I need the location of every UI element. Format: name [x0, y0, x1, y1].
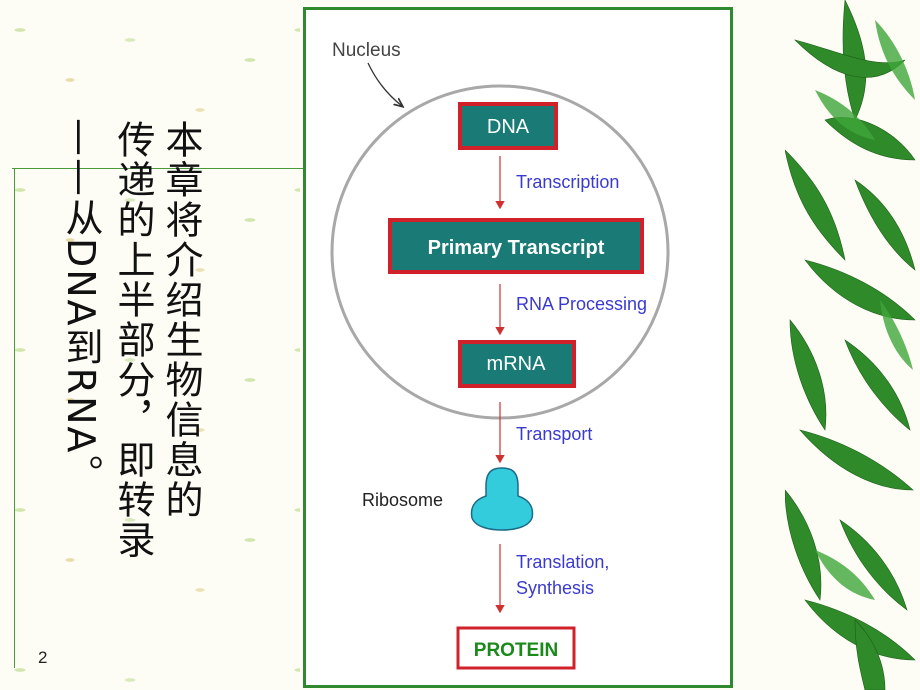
rna-processing-label: RNA Processing [516, 294, 647, 314]
protein-box [456, 626, 576, 670]
leaf-pattern-background [0, 0, 300, 690]
vertical-rule [14, 168, 15, 668]
nucleus-pointer-arrow [367, 62, 402, 106]
ribosome-shape [470, 467, 534, 531]
vertical-text-column-1: 本章将介绍生物信息的 [159, 120, 203, 520]
dna-box [458, 102, 558, 150]
transcription-label: Transcription [516, 172, 619, 192]
primary-transcript-label: Primary Transcript [428, 237, 605, 259]
synthesis-label: Synthesis [516, 578, 594, 598]
primary-transcript-box [388, 218, 644, 274]
page-number: 2 [38, 648, 48, 667]
bamboo-leaves-decoration [785, 0, 916, 690]
dna-label: DNA [487, 116, 530, 138]
nucleus-label: Nucleus [332, 40, 401, 61]
ribosome-label: Ribosome [362, 490, 443, 510]
translation-label: Translation, [516, 552, 609, 572]
mrna-box [458, 340, 576, 388]
transport-label: Transport [516, 424, 592, 444]
mrna-label: mRNA [487, 353, 547, 375]
vertical-text-column-2: 传递的上半部分，即转录 [111, 120, 155, 560]
vertical-text-column-3: ——从DNA到RNA。 [59, 118, 103, 495]
protein-label: PROTEIN [474, 640, 558, 661]
